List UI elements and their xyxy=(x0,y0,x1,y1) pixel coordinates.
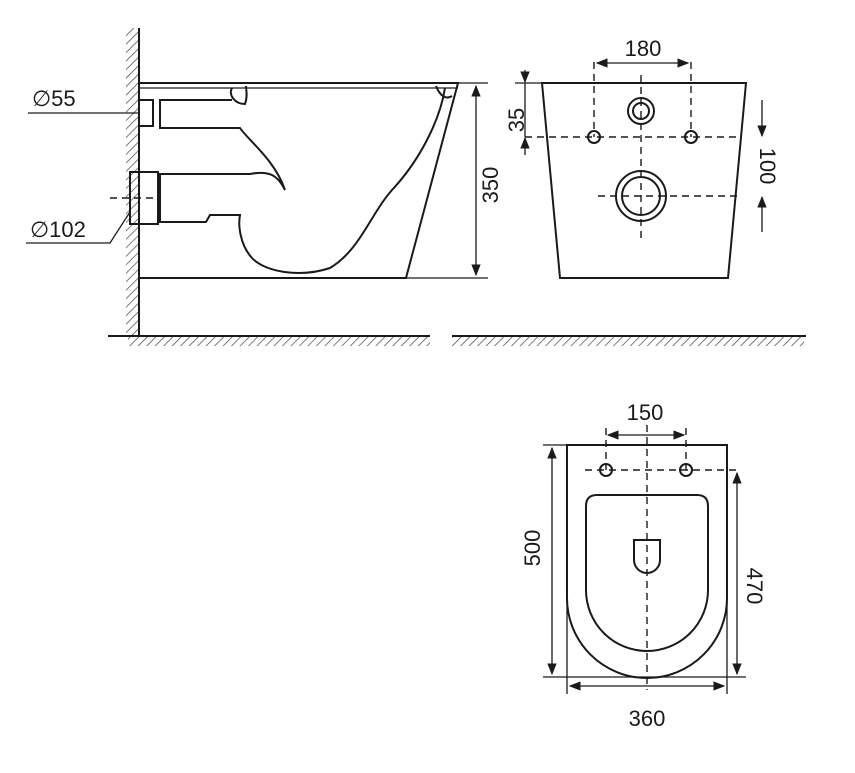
seat-opening xyxy=(585,494,709,652)
bolt-hole-left xyxy=(587,130,601,144)
dim-bowl-length-label: 470 xyxy=(742,568,767,605)
outlet-small xyxy=(138,99,154,127)
rim-right xyxy=(435,85,453,99)
dim-inlet-spacing-label: 100 xyxy=(755,148,780,185)
dim-outlet-small-label: ∅55 xyxy=(32,86,76,111)
drain-marker xyxy=(633,539,661,574)
water-inlet-inner xyxy=(632,102,650,120)
side-view: ∅55 ∅102 350 xyxy=(26,28,503,346)
dim-height-label: 350 xyxy=(478,167,503,204)
mount-hole-right xyxy=(679,463,693,477)
dim-top-offset-label: 35 xyxy=(504,108,529,132)
dim-width-label: 360 xyxy=(629,706,666,731)
floor-hatch-right xyxy=(452,336,804,346)
dim-hole-spacing-label: 150 xyxy=(627,400,664,425)
bolt-hole-right xyxy=(684,130,698,144)
mount-hole-left xyxy=(599,463,613,477)
top-view: 150 500 470 360 xyxy=(520,400,767,731)
water-inlet-hole xyxy=(627,97,655,125)
back-view: 180 35 100 xyxy=(452,36,806,346)
wall-hatch xyxy=(126,28,139,336)
dim-total-length-label: 500 xyxy=(520,530,545,567)
drain-outlet-hole xyxy=(615,170,667,222)
floor-hatch-left xyxy=(128,336,430,346)
leader-102 xyxy=(26,211,131,244)
drain-outlet-inner xyxy=(621,176,661,216)
rim-left xyxy=(229,85,248,106)
dim-bolt-spacing-label: 180 xyxy=(625,36,662,61)
dim-outlet-large-label: ∅102 xyxy=(30,217,86,242)
bowl-interior xyxy=(159,87,446,274)
toilet-back-outline xyxy=(540,82,748,279)
toilet-top-outline xyxy=(566,444,728,679)
toilet-side-outline xyxy=(139,82,460,279)
